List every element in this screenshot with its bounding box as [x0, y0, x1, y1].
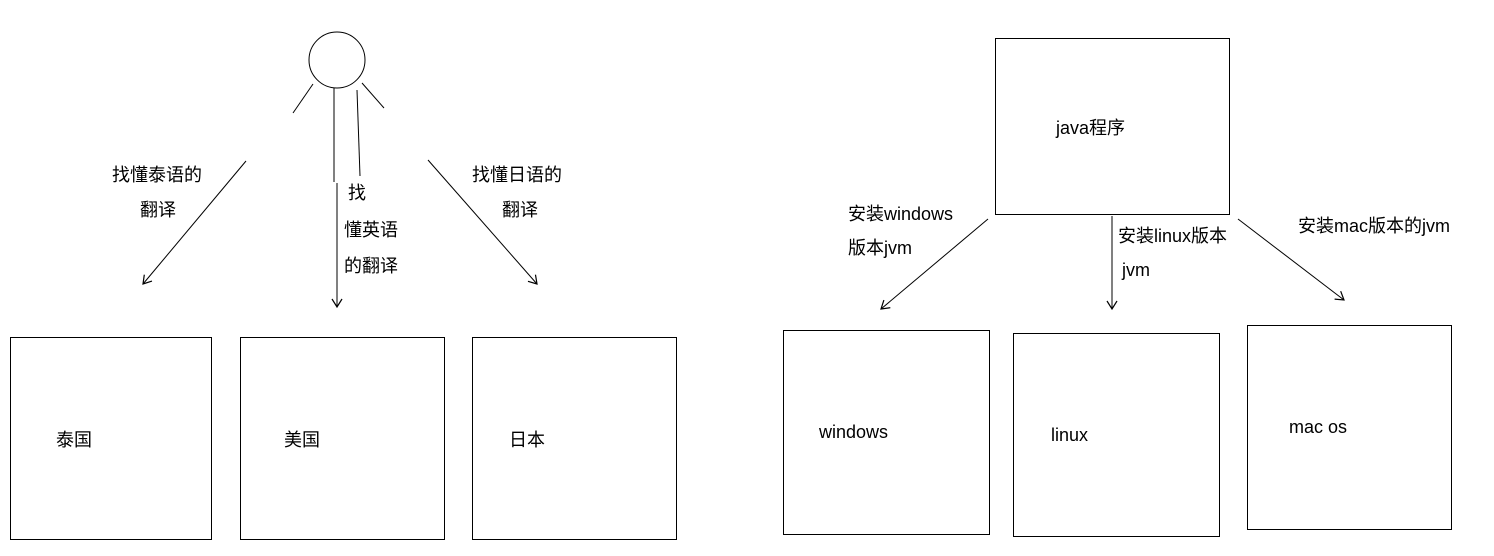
box-usa: 美国: [240, 337, 445, 540]
arrow-label-english-line3: 的翻译: [344, 256, 398, 276]
arrow-windows: [880, 218, 989, 310]
box-windows: windows: [783, 330, 990, 535]
person-icon: [292, 31, 385, 182]
box-thailand-label: 泰国: [56, 429, 92, 450]
arrow-thai: [142, 160, 247, 285]
box-usa-label: 美国: [284, 429, 320, 450]
box-japan: 日本: [472, 337, 677, 540]
arrow-label-linux-line1: 安装linux版本: [1118, 226, 1228, 246]
arrow-label-windows-line2: 版本jvm: [848, 238, 912, 258]
person-right-arm: [361, 82, 385, 109]
arrow-label-japanese-line2: 翻译: [502, 200, 538, 220]
arrow-label-english-line1: 找: [348, 183, 366, 203]
arrow-label-english-line2: 懂英语: [344, 220, 398, 240]
arrow-japanese: [427, 159, 538, 285]
arrow-label-japanese-line1: 找懂日语的: [472, 165, 562, 185]
box-japan-label: 日本: [509, 429, 545, 450]
box-thailand: 泰国: [10, 337, 212, 540]
box-java-program-label: java程序: [1056, 117, 1126, 138]
arrow-label-windows-line1: 安装windows: [848, 204, 954, 224]
arrow-label-linux-line2: jvm: [1122, 260, 1150, 280]
arrow-label-thai-line2: 翻译: [140, 200, 176, 220]
box-linux: linux: [1013, 333, 1220, 537]
arrow-mac: [1237, 218, 1345, 301]
person-right-leg: [356, 89, 361, 177]
person-left-arm: [292, 83, 314, 114]
person-head: [308, 31, 366, 89]
arrow-label-thai-line1: 找懂泰语的: [112, 165, 202, 185]
box-mac: mac os: [1247, 325, 1452, 530]
arrow-label-mac-line1: 安装mac版本的jvm: [1298, 216, 1450, 236]
box-java-program: java程序: [995, 38, 1230, 215]
box-mac-label: mac os: [1289, 417, 1348, 437]
box-linux-label: linux: [1051, 424, 1089, 445]
box-windows-label: windows: [819, 422, 889, 442]
